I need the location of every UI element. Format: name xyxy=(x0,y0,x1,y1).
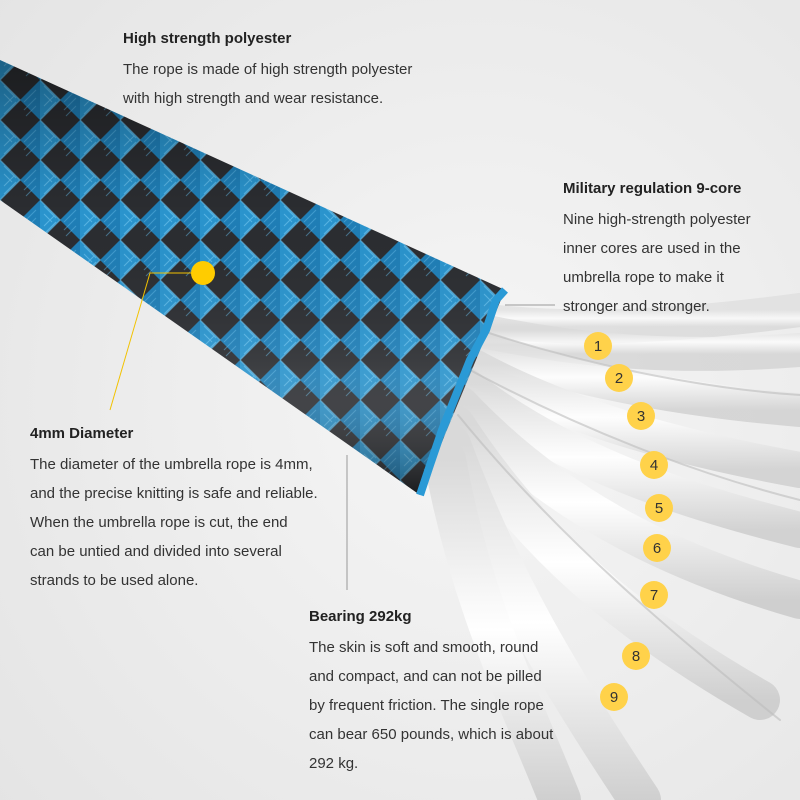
core-badge-4: 4 xyxy=(640,451,668,479)
diameter-line: and the precise knitting is safe and rel… xyxy=(30,485,318,502)
diameter-heading: 4mm Diameter xyxy=(30,425,134,442)
callout-line-diameter xyxy=(109,272,203,411)
callout-lines xyxy=(109,272,555,590)
core-badge-6: 6 xyxy=(643,534,671,562)
core-badge-7: 7 xyxy=(640,581,668,609)
diameter-line: can be untied and divided into several xyxy=(30,543,282,560)
core-strand xyxy=(461,313,800,371)
core-badge-3: 3 xyxy=(627,402,655,430)
core-line: umbrella rope to make it xyxy=(563,269,724,286)
core-strand xyxy=(441,386,800,619)
core-strand xyxy=(435,405,780,720)
section-diameter: 4mm Diameter The diameter of the umbrell… xyxy=(30,425,318,595)
core-heading: Military regulation 9-core xyxy=(563,180,742,197)
diameter-line: The diameter of the umbrella rope is 4mm… xyxy=(30,456,313,473)
core-line: Nine high-strength polyester xyxy=(563,211,751,228)
core-badge-5: 5 xyxy=(645,494,673,522)
diameter-line: When the umbrella rope is cut, the end xyxy=(30,514,288,531)
polyester-line: The rope is made of high strength polyes… xyxy=(123,61,413,78)
bearing-line: by frequent friction. The single rope xyxy=(309,697,544,714)
core-badge-8: 8 xyxy=(622,642,650,670)
bearing-line: can bear 650 pounds, which is about xyxy=(309,726,554,743)
core-strand xyxy=(424,439,581,800)
sheath-cut-end xyxy=(416,287,508,497)
section-polyester: High strength polyester The rope is made… xyxy=(123,30,412,113)
core-strand xyxy=(452,347,800,488)
section-bearing: Bearing 292kg The skin is soft and smoot… xyxy=(309,608,553,778)
bearing-heading: Bearing 292kg xyxy=(309,608,412,625)
core-strand xyxy=(447,367,800,548)
braided-sheath xyxy=(0,60,508,497)
core-badge-1: 1 xyxy=(584,332,612,360)
diameter-line: strands to be used alone. xyxy=(30,572,199,589)
bearing-line: 292 kg. xyxy=(309,755,359,772)
core-line: inner cores are used in the xyxy=(563,240,741,257)
bearing-line: and compact, and can not be pilled xyxy=(309,668,542,685)
polyester-heading: High strength polyester xyxy=(123,30,292,47)
core-line: stronger and stronger. xyxy=(563,298,710,315)
core-badge-2: 2 xyxy=(605,364,633,392)
section-core: Military regulation 9-core Nine high-str… xyxy=(563,180,751,321)
core-badge-9: 9 xyxy=(600,683,628,711)
bearing-line: The skin is soft and smooth, round xyxy=(309,639,539,656)
polyester-line: with high strength and wear resistance. xyxy=(123,90,384,107)
callout-dot xyxy=(191,261,215,285)
